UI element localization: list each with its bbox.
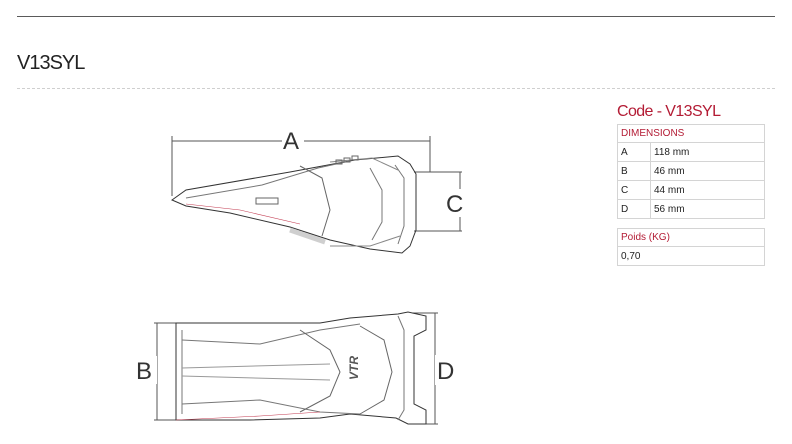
dimensions-header: DIMENSIONS <box>617 124 765 143</box>
dimension-key: D <box>617 199 651 219</box>
dimension-key: A <box>617 142 651 162</box>
dimension-label-b: B <box>136 358 152 385</box>
top-divider <box>17 16 775 17</box>
dimension-value: 118 mm <box>650 142 765 162</box>
table-header-row: DIMENSIONS <box>617 124 765 143</box>
table-row: 0,70 <box>617 246 765 266</box>
dimension-value: 56 mm <box>650 199 765 219</box>
dimension-key: B <box>617 161 651 181</box>
svg-text:VTR: VTR <box>347 356 361 380</box>
table-row: A 118 mm <box>617 142 765 162</box>
product-code-title: Code - V13SYL <box>617 103 721 120</box>
dimension-label-c: C <box>446 191 463 218</box>
dimensions-table: DIMENSIONS A 118 mm B 46 mm C 44 mm D 56… <box>617 124 765 219</box>
weight-header: Poids (KG) <box>617 228 765 247</box>
weight-value: 0,70 <box>617 246 765 266</box>
dimension-value: 46 mm <box>650 161 765 181</box>
dotted-divider <box>17 88 775 89</box>
side-view-drawing <box>170 126 470 254</box>
table-row: D 56 mm <box>617 199 765 219</box>
table-header-row: Poids (KG) <box>617 228 765 247</box>
dimension-value: 44 mm <box>650 180 765 200</box>
weight-table: Poids (KG) 0,70 <box>617 228 765 266</box>
dimension-label-a: A <box>283 128 299 155</box>
table-row: C 44 mm <box>617 180 765 200</box>
top-view-drawing: VTR <box>133 311 459 425</box>
table-row: B 46 mm <box>617 161 765 181</box>
page-title: V13SYL <box>17 52 85 74</box>
dimension-key: C <box>617 180 651 200</box>
dimension-label-d: D <box>437 358 454 385</box>
technical-drawing: A C VTR B D <box>133 126 470 425</box>
spec-panel: Code - V13SYL DIMENSIONS A 118 mm B 46 m… <box>617 103 765 266</box>
